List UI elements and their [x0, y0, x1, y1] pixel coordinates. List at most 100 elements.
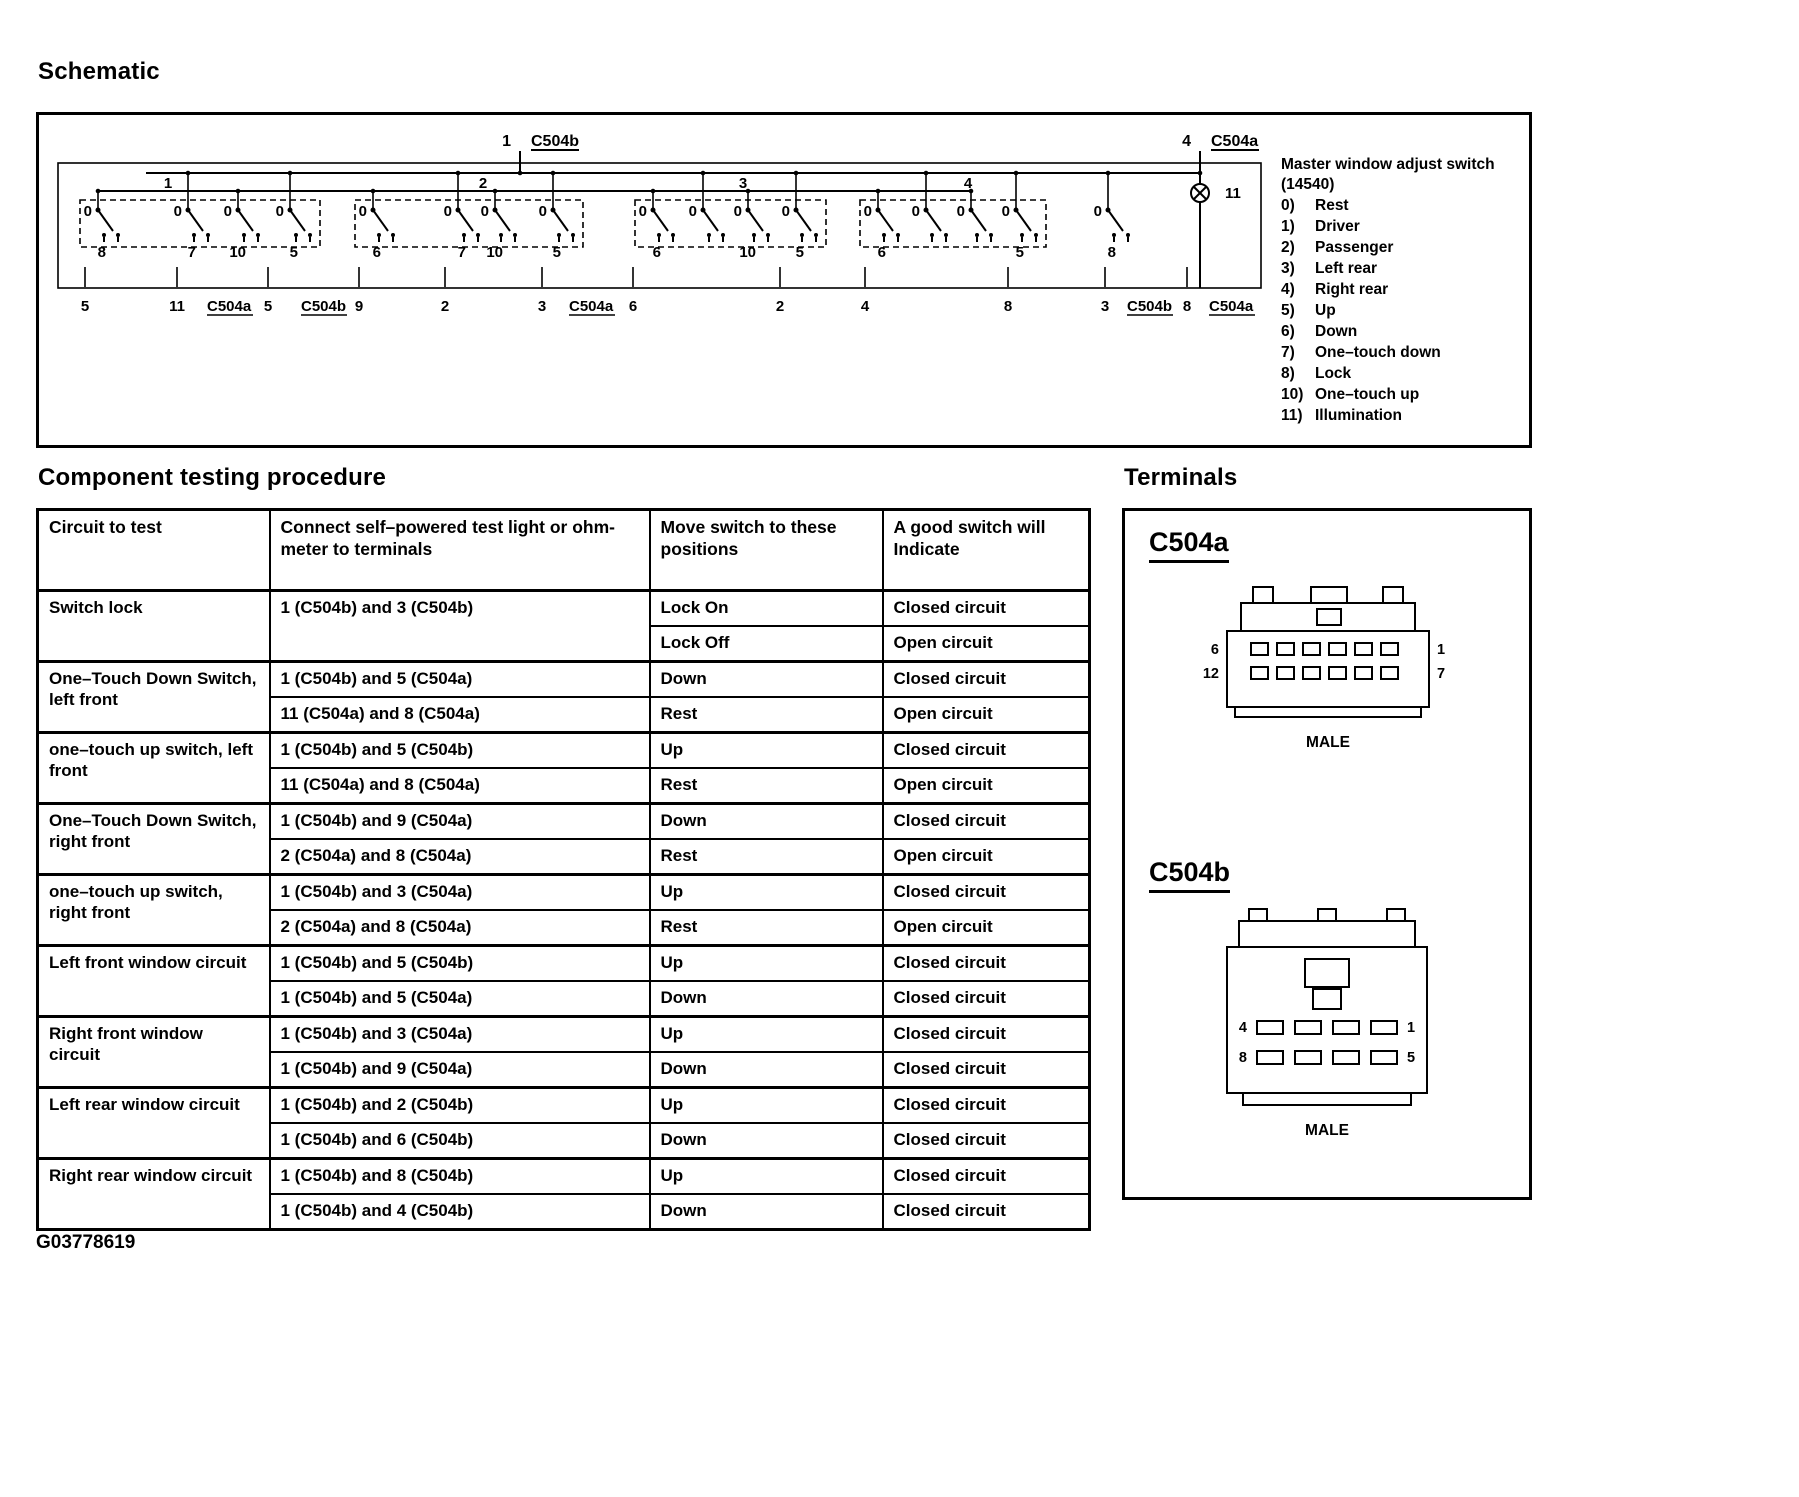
legend-title-line1: Master window adjust switch — [1281, 156, 1495, 173]
position-cell: Down — [648, 802, 884, 840]
terminals-cell: 1 (C504b) and 3 (C504a) — [268, 1015, 651, 1053]
bottom-pin-row: 5 11 C504a 5 C504b 9 2 3 C504a 6 2 4 8 3… — [81, 298, 1255, 316]
top-left-pin-label: 1 — [502, 133, 511, 150]
bottom-pin-label: 5 — [264, 298, 272, 315]
terminal-number: 7 — [188, 244, 196, 261]
terminals-section-title: Terminals — [1124, 464, 1238, 491]
circuit-cell: Left rear window circuit — [36, 1086, 271, 1160]
terminals-cell: 1 (C504b) and 9 (C504a) — [268, 1051, 651, 1089]
switch-symbol — [549, 206, 576, 243]
table-row: 11 (C504a) and 8 (C504a) Rest Open circu… — [38, 696, 1091, 734]
terminal-number: 5 — [796, 244, 804, 261]
terminals-cell: 1 (C504b) and 8 (C504b) — [268, 1157, 651, 1195]
legend-item-label: Down — [1315, 323, 1358, 340]
contact-label: 0 — [444, 203, 452, 220]
group-label: 1 — [164, 175, 172, 192]
table-row: one–touch up switch, right front 1 (C504… — [36, 873, 1091, 947]
legend-item: 10)One–touch up — [1281, 384, 1531, 405]
circuit-cell: Switch lock — [36, 589, 271, 663]
bottom-pin-label: 5 — [81, 298, 89, 315]
col-header-positions: Move switch to these positions — [648, 508, 884, 592]
position-cell: Up — [648, 944, 884, 982]
legend-item-label: Left rear — [1315, 260, 1378, 277]
result-cell: Closed circuit — [881, 1193, 1091, 1231]
pin-label: 1 — [1437, 642, 1445, 658]
switch-symbol — [1012, 206, 1039, 243]
contact-label: 0 — [734, 203, 742, 220]
legend-item: 5)Up — [1281, 300, 1531, 321]
bottom-pin-label: 9 — [355, 298, 363, 315]
switch-symbol — [184, 206, 211, 243]
position-cell: Rest — [648, 838, 884, 876]
legend-item: 4)Right rear — [1281, 279, 1531, 300]
switch-symbol — [491, 206, 518, 243]
terminals-cell: 1 (C504b) and 9 (C504a) — [268, 802, 651, 840]
bus-lines — [98, 172, 1200, 192]
table-row: Right front window circuit 1 (C504b) and… — [36, 1015, 1091, 1089]
position-cell: Down — [648, 1051, 884, 1089]
legend-item-number: 2) — [1281, 239, 1295, 256]
col-header-terminals: Connect self–powered test light or ohm-m… — [268, 508, 651, 592]
terminals-cell: 1 (C504b) and 5 (C504b) — [268, 731, 651, 769]
c504b-pins — [1256, 1020, 1398, 1065]
legend-item: 7)One–touch down — [1281, 342, 1531, 363]
group-label: 4 — [964, 175, 973, 192]
col-header-indication: A good switch will Indicate — [881, 508, 1091, 592]
result-cell: Closed circuit — [881, 1051, 1091, 1089]
terminals-cell: 1 (C504b) and 4 (C504b) — [268, 1193, 651, 1231]
result-cell: Closed circuit — [881, 660, 1091, 698]
contact-label: 0 — [639, 203, 647, 220]
group-label: 2 — [479, 175, 487, 192]
circuit-cell: one–touch up switch, right front — [36, 873, 271, 947]
terminal-number: 6 — [373, 244, 381, 261]
pin-label: 5 — [1407, 1050, 1415, 1066]
terminal-number-labels: 8 7 10 5 6 7 10 5 6 10 5 6 5 8 — [98, 244, 1116, 261]
legend-item-number: 11) — [1281, 407, 1303, 424]
position-cell: Lock Off — [648, 625, 884, 663]
table-row: 11 (C504a) and 8 (C504a) Rest Open circu… — [38, 767, 1091, 805]
terminal-number: 8 — [98, 244, 106, 261]
figure-id-code: G03778619 — [36, 1232, 136, 1253]
contact-label: 0 — [782, 203, 790, 220]
contact-label: 0 — [84, 203, 92, 220]
contact-label: 0 — [359, 203, 367, 220]
circuit-cell: Right front window circuit — [36, 1015, 271, 1089]
position-cell: Rest — [648, 909, 884, 947]
table-row: 1 (C504b) and 9 (C504a) Down Closed circ… — [38, 1051, 1091, 1089]
result-cell: Closed circuit — [881, 944, 1091, 982]
contact-label: 0 — [1002, 203, 1010, 220]
legend-item-label: Passenger — [1315, 239, 1394, 256]
terminals-cell: 1 (C504b) and 5 (C504b) — [268, 944, 651, 982]
top-right-connector-label: C504a — [1211, 133, 1258, 150]
contact-label: 0 — [689, 203, 697, 220]
circuit-cell: One–Touch Down Switch, right front — [36, 802, 271, 876]
result-cell: Open circuit — [881, 838, 1091, 876]
result-cell: Closed circuit — [881, 1015, 1091, 1053]
switch-assembly-outline — [57, 162, 1262, 289]
terminals-cell: 11 (C504a) and 8 (C504a) — [268, 767, 651, 805]
legend-item-label: One–touch up — [1315, 386, 1420, 403]
circuit-cell: One–Touch Down Switch, left front — [36, 660, 271, 734]
contact-label: 0 — [174, 203, 182, 220]
terminal-number: 5 — [1016, 244, 1024, 261]
position-cell: Up — [648, 731, 884, 769]
c504a-heading: C504a — [1149, 527, 1229, 563]
legend-item: 2) Passenger — [1281, 237, 1531, 258]
bottom-pin-leads — [84, 267, 1188, 287]
table-row: Left front window circuit 1 (C504b) and … — [36, 944, 1091, 1018]
pin-label: 4 — [1239, 1020, 1247, 1036]
terminals-cell: 1 (C504b) and 2 (C504b) — [268, 1086, 651, 1124]
result-cell: Closed circuit — [881, 802, 1091, 840]
top-left-connector-label: C504b — [531, 133, 579, 150]
table-header-row: Circuit to test Connect self–powered tes… — [36, 508, 1091, 592]
contact-label: 0 — [864, 203, 872, 220]
position-cell: Up — [648, 1086, 884, 1124]
terminal-number: 5 — [290, 244, 298, 261]
legend-item-label: Lock — [1315, 365, 1352, 382]
table-row: 2 (C504a) and 8 (C504a) Rest Open circui… — [38, 909, 1091, 947]
legend-item-label: Illumination — [1315, 407, 1402, 424]
c504a-connector-drawing: 6 1 12 7 MALE — [1203, 586, 1445, 751]
bottom-connector-label: C504b — [1127, 298, 1172, 315]
position-cell: Lock On — [648, 589, 884, 627]
legend-title-line2: (14540) — [1281, 176, 1335, 193]
